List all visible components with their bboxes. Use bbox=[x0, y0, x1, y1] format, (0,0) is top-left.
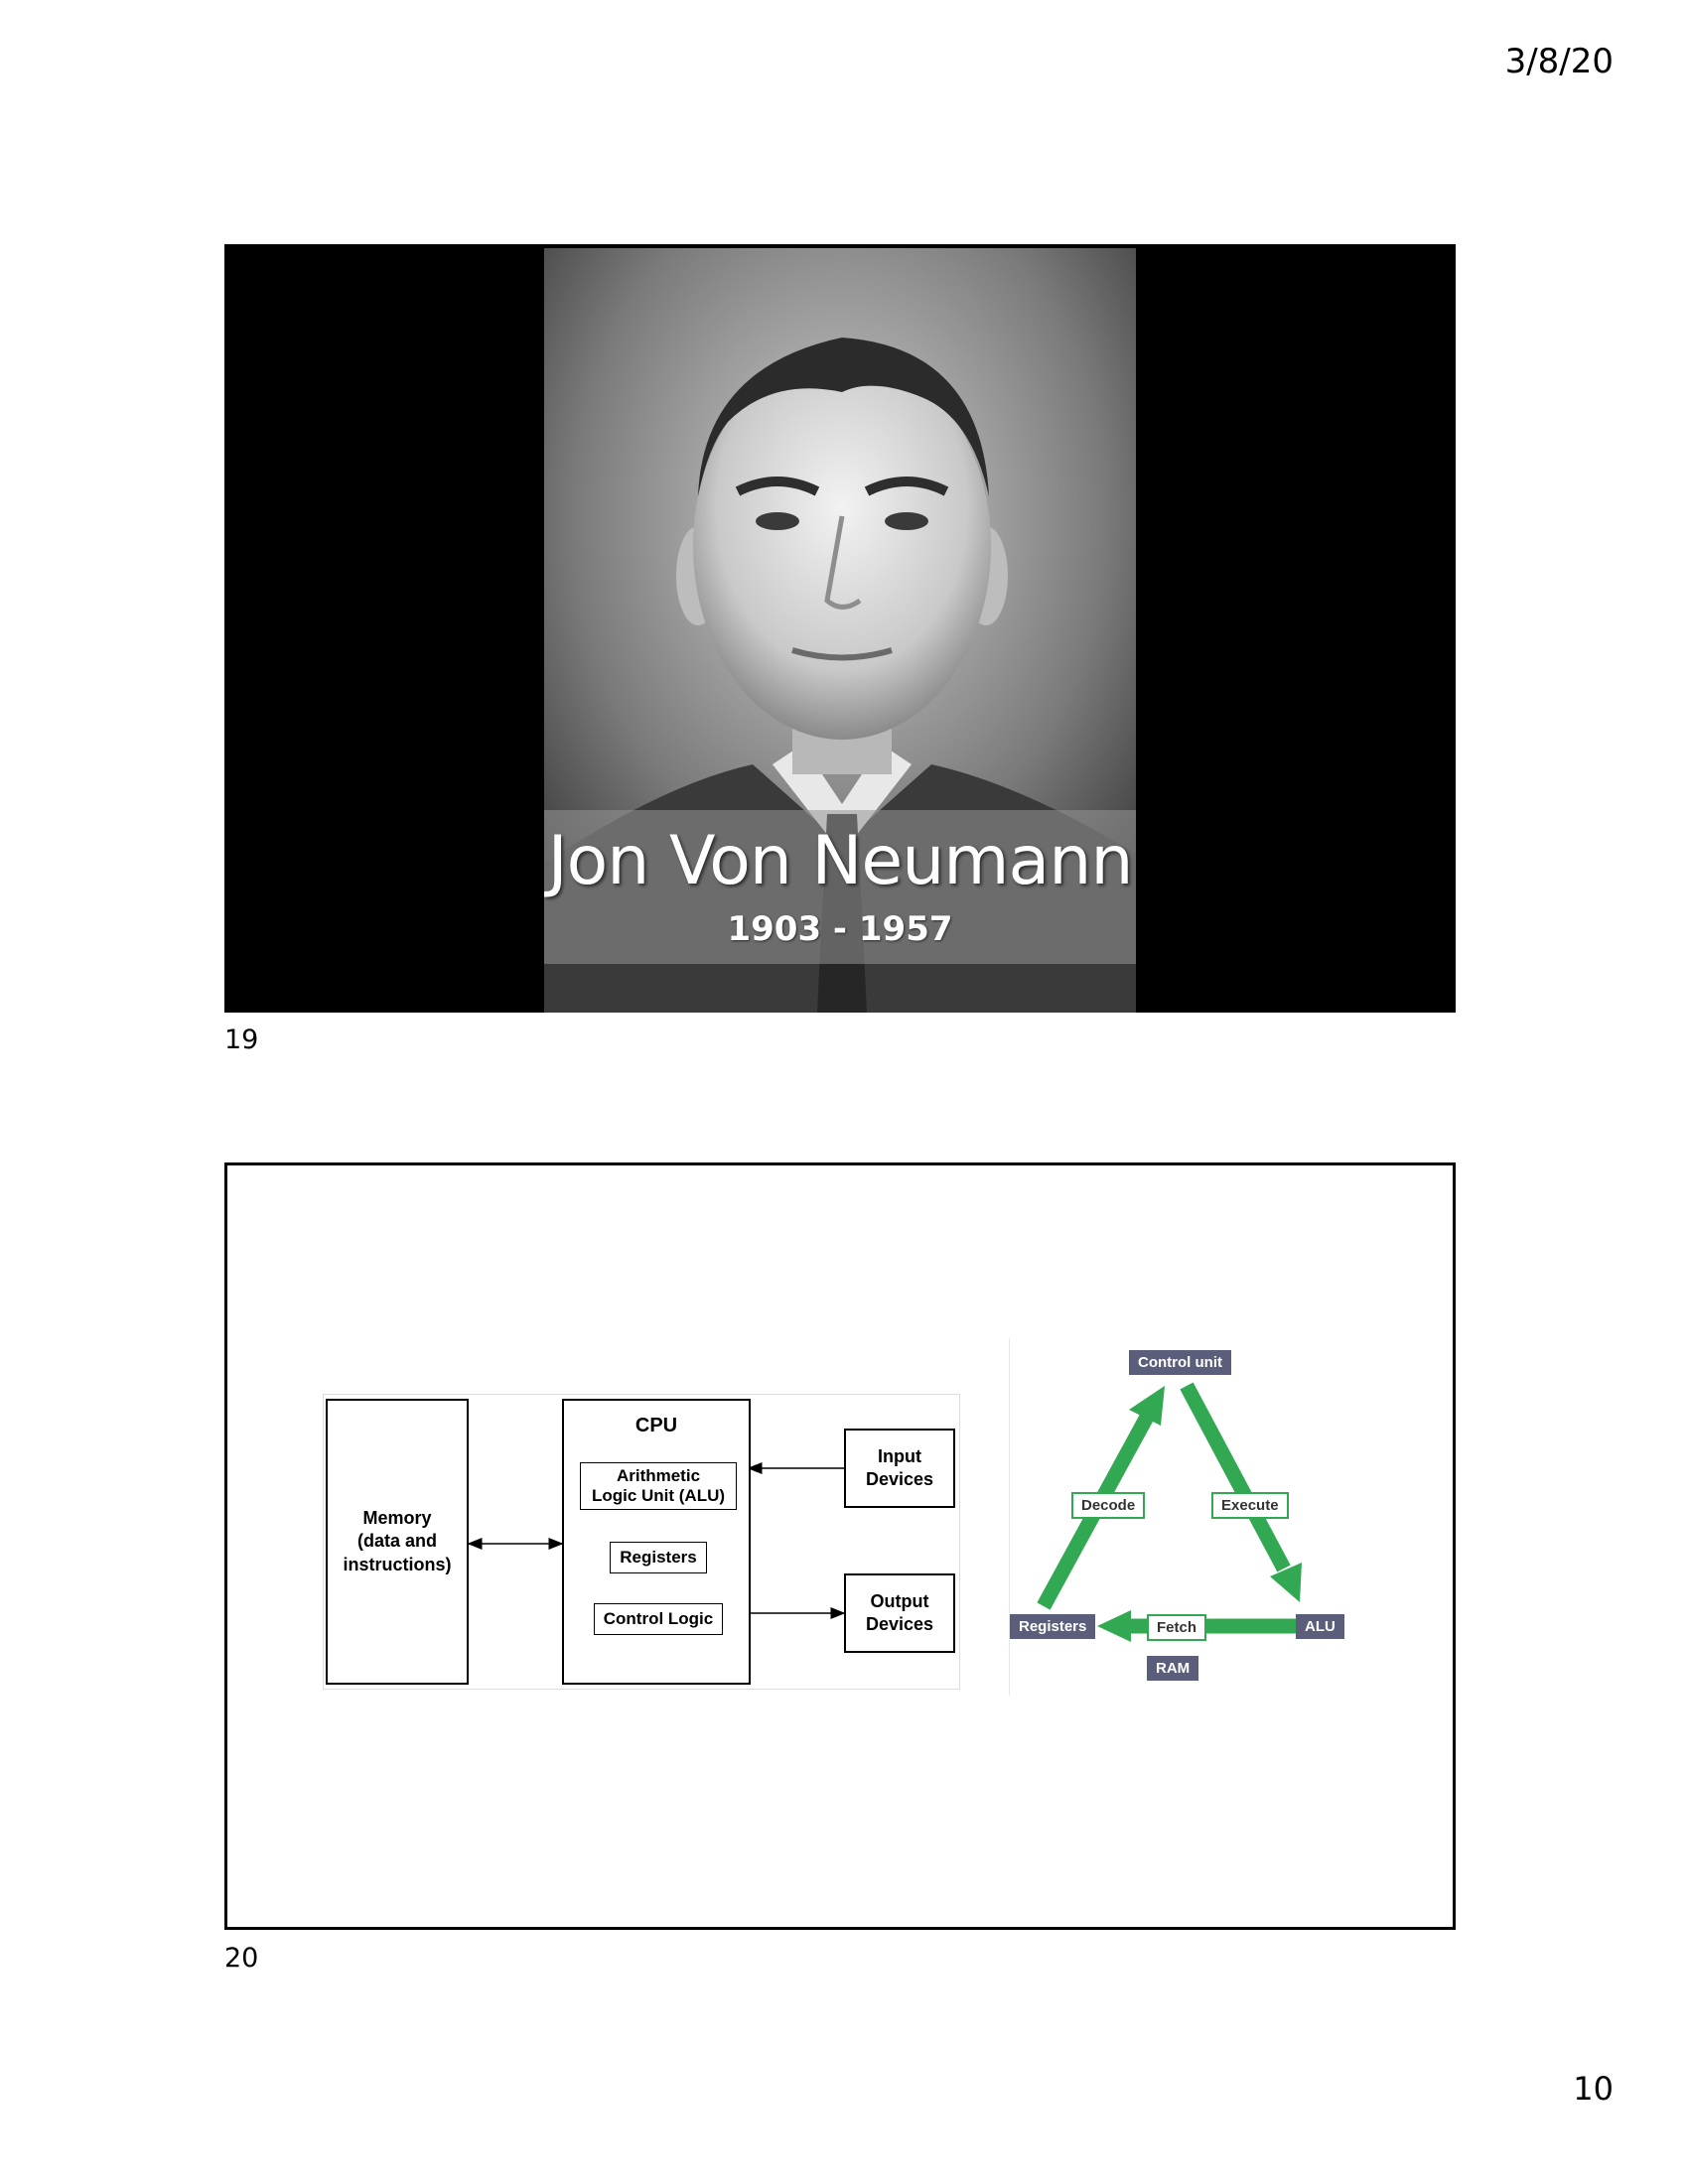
cpu-title: CPU bbox=[634, 1415, 678, 1436]
slide-20: Memory (data and instructions) CPU Arith… bbox=[224, 1162, 1456, 1930]
slide-19: Jon Von Neumann 1903 - 1957 bbox=[224, 244, 1456, 1013]
name-banner: Jon Von Neumann 1903 - 1957 bbox=[544, 810, 1136, 964]
control-unit-label: Control unit bbox=[1129, 1350, 1231, 1375]
output-devices-box: Output Devices bbox=[844, 1573, 955, 1653]
input-devices-box: Input Devices bbox=[844, 1429, 955, 1508]
header-date: 3/8/20 bbox=[1504, 42, 1614, 81]
fetch-label: Fetch bbox=[1147, 1614, 1207, 1641]
alu-box: Arithmetic Logic Unit (ALU) bbox=[580, 1462, 737, 1510]
execute-label: Execute bbox=[1211, 1492, 1289, 1519]
alu-label: ALU bbox=[1296, 1614, 1344, 1639]
ram-label: RAM bbox=[1147, 1656, 1199, 1681]
control-logic-box: Control Logic bbox=[594, 1603, 723, 1635]
slide-number-20: 20 bbox=[224, 1943, 259, 1974]
cpu-box: CPU Arithmetic Logic Unit (ALU) Register… bbox=[562, 1399, 751, 1685]
registers-box: Registers bbox=[610, 1542, 707, 1573]
page-number: 10 bbox=[1573, 2070, 1614, 2108]
banner-title: Jon Von Neumann bbox=[547, 822, 1134, 900]
architecture-arrows bbox=[467, 1462, 846, 1619]
memory-box: Memory (data and instructions) bbox=[326, 1399, 469, 1685]
fetch-decode-execute-cycle: Control unit Decode Execute Registers Fe… bbox=[1009, 1338, 1367, 1696]
cycle-arrows bbox=[1037, 1382, 1302, 1642]
decode-label: Decode bbox=[1071, 1492, 1146, 1519]
von-neumann-architecture-diagram: Memory (data and instructions) CPU Arith… bbox=[323, 1394, 960, 1690]
registers-label: Registers bbox=[1010, 1614, 1096, 1639]
slide-number-19: 19 bbox=[224, 1024, 259, 1055]
banner-years: 1903 - 1957 bbox=[727, 909, 953, 949]
